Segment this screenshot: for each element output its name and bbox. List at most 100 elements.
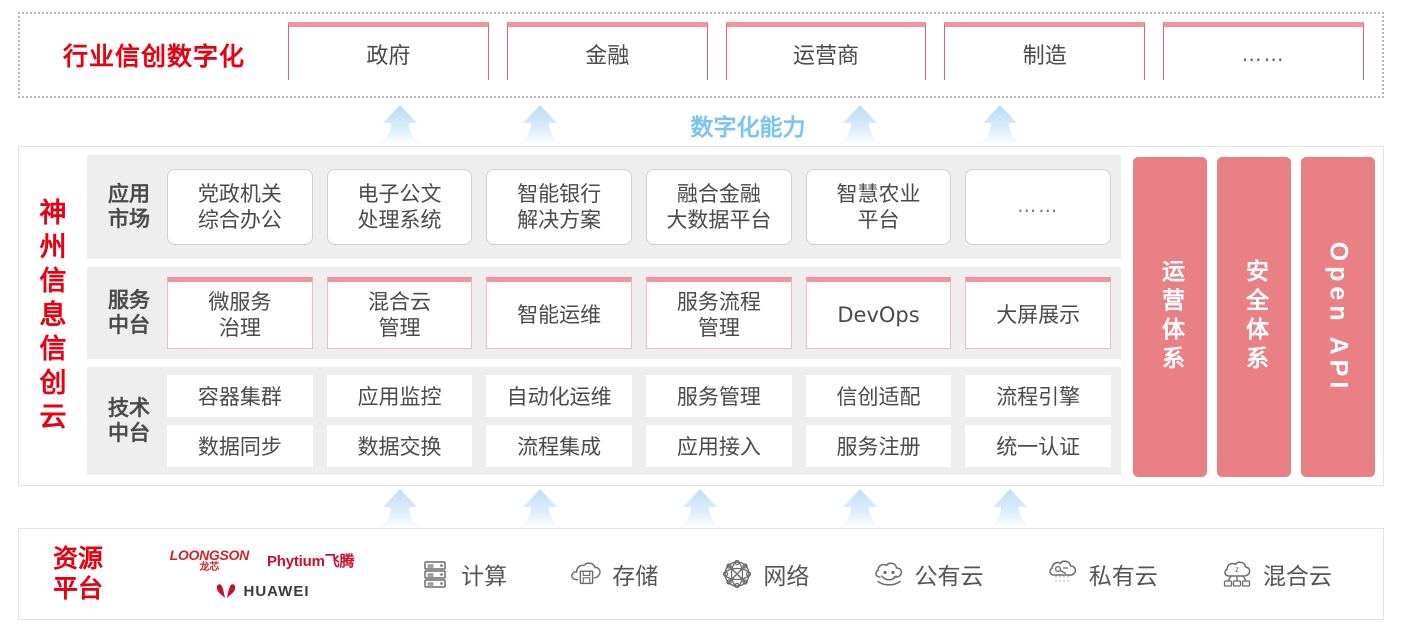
cloud-storage-icon bbox=[571, 562, 601, 585]
pillar-open-api[interactable]: Open API bbox=[1301, 157, 1375, 477]
cloud-title-char: 信 bbox=[39, 333, 67, 365]
vendor-logo-group: LOONGSON 龙芯 Phytium飞腾 HUAWEI bbox=[137, 548, 387, 600]
tech-card-xinchuang-adaptation[interactable]: 信创适配 bbox=[805, 375, 952, 417]
service-card-big-screen-display[interactable]: 大屏展示 bbox=[965, 277, 1112, 349]
huawei-wordmark: HUAWEI bbox=[243, 582, 310, 600]
private-cloud-icon bbox=[1048, 560, 1076, 584]
up-arrow-icon bbox=[672, 489, 728, 529]
resource-platform-title: 资源 平台 bbox=[52, 544, 103, 603]
pillar-label: 安全体系 bbox=[1241, 259, 1268, 375]
app-card-smart-agriculture[interactable]: 智慧农业 平台 bbox=[805, 169, 952, 245]
resource-item-label: 公有云 bbox=[914, 564, 984, 590]
public-cloud-icon bbox=[874, 562, 902, 586]
service-card-list: 微服务 治理 混合云 管理 智能运维 服务流程 管理 bbox=[161, 277, 1112, 349]
svg-text:z: z bbox=[1235, 565, 1239, 574]
app-card-edocument-system[interactable]: 电子公文 处理系统 bbox=[326, 169, 473, 245]
resource-item-storage[interactable]: 存储 bbox=[569, 557, 658, 591]
layer-label-application-market: 应用 市场 bbox=[108, 181, 150, 231]
app-card-government-office[interactable]: 党政机关 综合办公 bbox=[167, 169, 313, 245]
pillar-operations-system[interactable]: 运营体系 bbox=[1133, 157, 1207, 477]
huawei-petal-icon bbox=[216, 584, 235, 598]
tech-card-service-management[interactable]: 服务管理 bbox=[646, 375, 792, 417]
cloud-platform-body: 应用 市场 党政机关 综合办公 电子公文 处理系统 智能银行 bbox=[87, 147, 1383, 485]
tech-card-unified-auth[interactable]: 统一认证 bbox=[965, 425, 1112, 467]
resource-item-private-cloud[interactable]: 私有云 bbox=[1046, 557, 1158, 591]
layer-label-tech-platform: 技术 中台 bbox=[108, 395, 150, 445]
resource-platform-box: 资源 平台 LOONGSON 龙芯 Phytium飞腾 HUAWEI bbox=[18, 528, 1384, 620]
up-arrow-icon bbox=[832, 105, 888, 145]
service-card-intelligent-ops[interactable]: 智能运维 bbox=[486, 277, 633, 349]
pillar-label: Open API bbox=[1324, 241, 1353, 393]
up-arrow-icon bbox=[982, 489, 1038, 529]
resource-item-hybrid-cloud[interactable]: z 混合云 bbox=[1220, 557, 1332, 591]
network-mesh-icon bbox=[723, 559, 752, 589]
service-card-hybrid-cloud-management[interactable]: 混合云 管理 bbox=[326, 277, 473, 349]
resource-item-label: 网络 bbox=[763, 564, 810, 590]
industry-band-title: 行业信创数字化 bbox=[62, 42, 245, 71]
phytium-logo: Phytium飞腾 bbox=[266, 553, 355, 570]
hybrid-cloud-icon: z bbox=[1223, 561, 1251, 587]
loongson-logo: LOONGSON 龙芯 bbox=[169, 547, 250, 573]
tech-card-automated-ops[interactable]: 自动化运维 bbox=[486, 375, 633, 417]
tech-card-process-integration[interactable]: 流程集成 bbox=[486, 425, 633, 467]
up-arrow-icon bbox=[372, 105, 428, 145]
layer-service-platform: 服务 中台 微服务 治理 混合云 管理 智能运维 bbox=[87, 267, 1121, 359]
cloud-title-char: 息 bbox=[39, 300, 67, 332]
capability-label: 数字化能力 bbox=[690, 115, 806, 141]
tech-card-app-access[interactable]: 应用接入 bbox=[646, 425, 792, 467]
up-arrow-icon bbox=[832, 489, 888, 529]
cloud-title-char: 州 bbox=[39, 232, 67, 264]
vendor-logo-row: LOONGSON 龙芯 Phytium飞腾 bbox=[170, 548, 355, 573]
cloud-layer-stack: 应用 市场 党政机关 综合办公 电子公文 处理系统 智能银行 bbox=[87, 155, 1121, 477]
resource-item-public-cloud[interactable]: 公有云 bbox=[872, 557, 984, 591]
tech-card-data-exchange[interactable]: 数据交换 bbox=[326, 425, 473, 467]
pillar-label: 运营体系 bbox=[1157, 259, 1184, 375]
tech-card-row: 容器集群 应用监控 自动化运维 服务管理 信创适配 流程引擎 bbox=[167, 375, 1112, 417]
industry-card-telecom[interactable]: 运营商 bbox=[725, 22, 927, 80]
industry-card-finance[interactable]: 金融 bbox=[506, 22, 708, 80]
up-arrow-icon bbox=[372, 489, 428, 529]
industry-band: 行业信创数字化 政府 金融 运营商 制造 …… bbox=[18, 12, 1384, 98]
resource-item-label: 混合云 bbox=[1262, 564, 1332, 590]
tech-card-service-registry[interactable]: 服务注册 bbox=[805, 425, 952, 467]
resource-item-list: 计算 存储 bbox=[387, 557, 1383, 591]
pillar-group: 运营体系 安全体系 Open API bbox=[1131, 155, 1375, 477]
cloud-title-char: 信 bbox=[39, 266, 67, 298]
up-arrow-icon bbox=[512, 489, 568, 529]
cloud-title-char: 创 bbox=[39, 367, 67, 399]
tech-card-app-monitoring[interactable]: 应用监控 bbox=[326, 375, 473, 417]
service-card-process-management[interactable]: 服务流程 管理 bbox=[646, 277, 792, 349]
application-card-list: 党政机关 综合办公 电子公文 处理系统 智能银行 解决方案 融合金融 bbox=[161, 169, 1112, 245]
resource-item-compute[interactable]: 计算 bbox=[418, 557, 507, 591]
industry-card-list: 政府 金融 运营商 制造 …… bbox=[288, 22, 1382, 84]
up-arrow-icon bbox=[972, 105, 1028, 145]
app-card-finance-bigdata[interactable]: 融合金融 大数据平台 bbox=[646, 169, 792, 245]
cloud-title-char: 神 bbox=[39, 198, 67, 230]
industry-card-more[interactable]: …… bbox=[1163, 22, 1364, 80]
resource-item-label: 存储 bbox=[612, 564, 659, 590]
cloud-platform-title: 神 州 信 息 信 创 云 bbox=[19, 147, 87, 485]
industry-card-manufacturing[interactable]: 制造 bbox=[944, 22, 1146, 80]
app-card-smart-banking[interactable]: 智能银行 解决方案 bbox=[486, 169, 633, 245]
industry-card-government[interactable]: 政府 bbox=[288, 22, 489, 80]
service-card-microservice-governance[interactable]: 微服务 治理 bbox=[167, 277, 313, 349]
tech-card-container-cluster[interactable]: 容器集群 bbox=[167, 375, 313, 417]
cloud-platform-box: 神 州 信 息 信 创 云 应用 市场 党政机关 综合办公 bbox=[18, 146, 1384, 486]
layer-tech-platform: 技术 中台 容器集群 应用监控 自动化运维 服务管理 信创适配 流程引擎 bbox=[87, 367, 1121, 475]
resource-item-label: 私有云 bbox=[1088, 564, 1158, 590]
layer-application-market: 应用 市场 党政机关 综合办公 电子公文 处理系统 智能银行 bbox=[87, 155, 1121, 259]
resource-item-network[interactable]: 网络 bbox=[720, 557, 809, 591]
pillar-security-system[interactable]: 安全体系 bbox=[1217, 157, 1291, 477]
tech-card-grid: 容器集群 应用监控 自动化运维 服务管理 信创适配 流程引擎 数据同步 数据交换… bbox=[161, 375, 1112, 467]
app-card-more[interactable]: …… bbox=[965, 169, 1112, 245]
service-card-devops[interactable]: DevOps bbox=[805, 277, 952, 349]
resource-item-label: 计算 bbox=[461, 564, 508, 590]
cloud-title-char: 云 bbox=[39, 401, 67, 433]
tech-card-data-sync[interactable]: 数据同步 bbox=[167, 425, 313, 467]
layer-label-service-platform: 服务 中台 bbox=[108, 287, 150, 337]
tech-card-process-engine[interactable]: 流程引擎 bbox=[965, 375, 1112, 417]
up-arrow-icon bbox=[512, 105, 568, 145]
tech-card-row: 数据同步 数据交换 流程集成 应用接入 服务注册 统一认证 bbox=[167, 425, 1112, 467]
capability-arrow-band: 数字化能力 bbox=[18, 102, 1384, 146]
